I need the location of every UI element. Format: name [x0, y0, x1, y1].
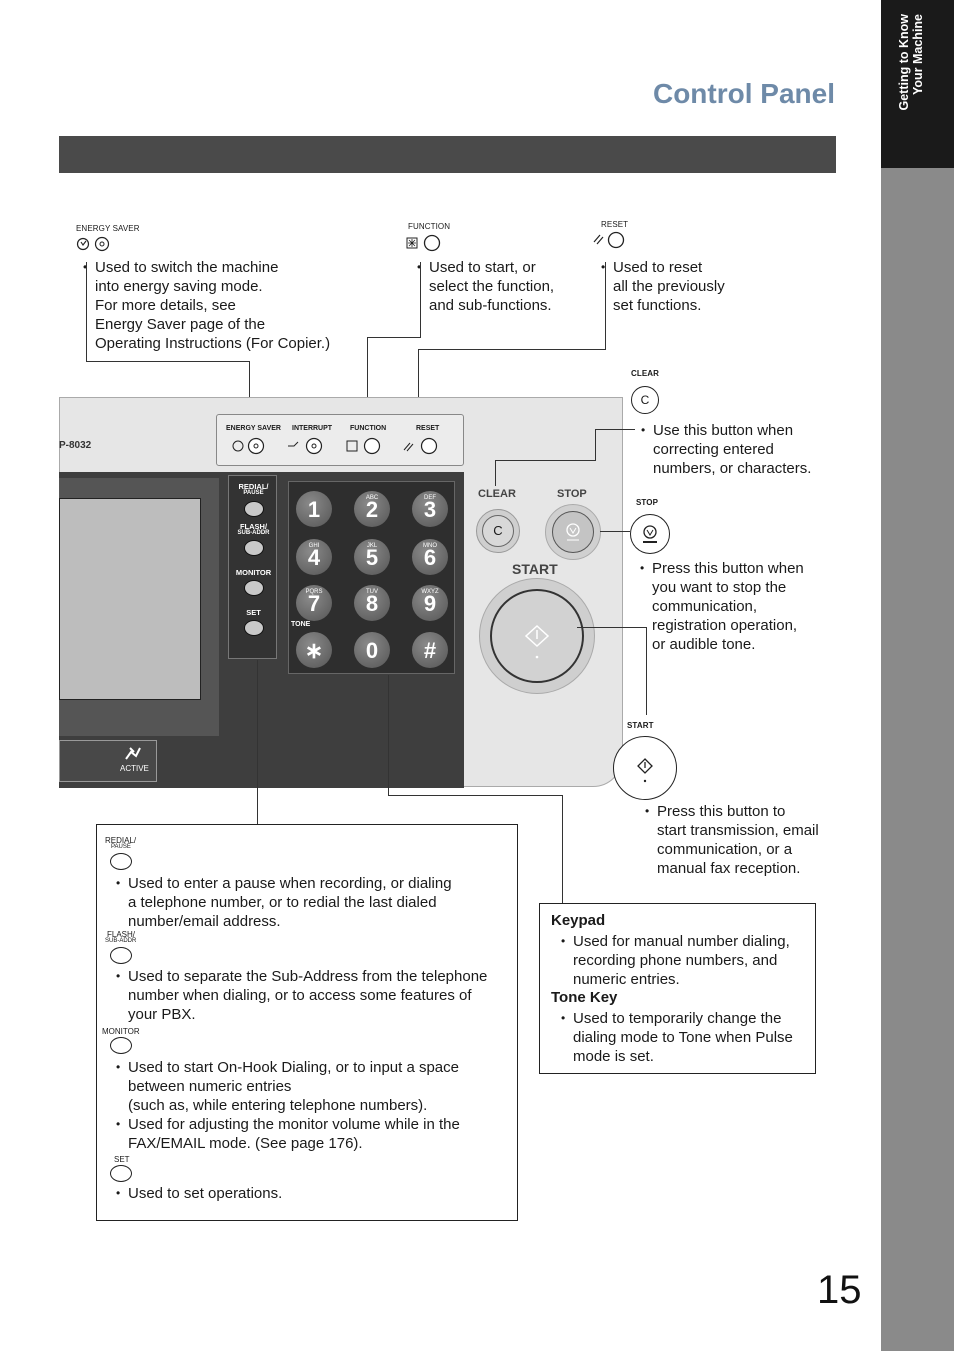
keypad-title: Keypad: [551, 912, 606, 929]
function-key-column: REDIAL/ PAUSE FLASH/ SUB-ADDR MONITOR SE…: [228, 475, 277, 659]
keypad-key-digit: 1: [307, 497, 321, 522]
panel-flash-button[interactable]: [244, 540, 264, 556]
keypad-key-letters: JKL: [366, 543, 378, 549]
start-label: START: [627, 721, 654, 730]
model-number: P-8032: [59, 440, 92, 451]
function-label: FUNCTION: [408, 222, 451, 231]
keypad-key-digit: 3: [423, 497, 437, 522]
reset-label: RESET: [601, 220, 629, 229]
panel-clear-label: CLEAR: [478, 488, 516, 500]
start-callout-icon: [613, 736, 677, 800]
redial-icon: [110, 853, 132, 870]
sub-addr-label: SUB-ADDR: [105, 938, 137, 944]
panel-start-label: START: [512, 561, 558, 577]
keypad-key-letters: MNO: [423, 543, 437, 549]
keypad-key-letters: ABC: [365, 495, 379, 501]
keypad-key-digit: 2: [365, 497, 379, 522]
keypad-key-digit: 0: [365, 638, 379, 663]
keypad-key-digit: 6: [423, 545, 437, 570]
panel-stop-label: STOP: [557, 488, 587, 500]
keypad-key-9[interactable]: ∗: [296, 632, 332, 668]
redial-label: REDIAL/: [105, 836, 137, 845]
keypad-key-letters: PQRS: [305, 589, 323, 595]
keypad-key-digit: ∗: [304, 638, 324, 663]
sidebar: [881, 0, 954, 1351]
keypad-key-digit: 4: [307, 545, 321, 570]
active-icon: [122, 744, 144, 767]
stop-label: STOP: [636, 498, 659, 507]
panel-subaddr-label: SUB-ADDR: [237, 530, 270, 536]
panel-redial-button[interactable]: [244, 501, 264, 517]
keypad-key-digit: 8: [365, 591, 379, 616]
monitor-label: MONITOR: [102, 1027, 140, 1036]
panel-set-label: SET: [246, 608, 261, 617]
panel-function-label: FUNCTION: [350, 425, 387, 432]
monitor-icon: [110, 1037, 132, 1054]
active-indicator: [59, 740, 157, 782]
clear-label: CLEAR: [631, 369, 660, 378]
panel-top-icons: [224, 436, 444, 461]
panel-interrupt-label: INTERRUPT: [292, 425, 333, 432]
panel-energy-saver-label: ENERGY SAVER: [226, 425, 281, 432]
energy-saver-label: ENERGY SAVER: [76, 224, 140, 233]
panel-reset-label: RESET: [416, 425, 440, 432]
panel-tone-label: TONE: [291, 621, 311, 628]
keypad-key-letters: DEF: [424, 495, 436, 501]
start-icon: [524, 624, 550, 659]
function-icon: [405, 234, 443, 257]
panel-redial-label: REDIAL/: [238, 482, 269, 491]
panel-flash-label: FLASH/: [239, 522, 268, 531]
keypad-key-10[interactable]: 0: [354, 632, 390, 668]
reset-icon: [592, 231, 626, 254]
keypad-key-0[interactable]: 1: [296, 491, 332, 527]
stop-icon: [566, 523, 580, 541]
set-label: SET: [114, 1155, 130, 1164]
panel-start-button[interactable]: [490, 589, 584, 683]
energy-saver-icon: [76, 236, 112, 257]
panel-monitor-label: MONITOR: [235, 568, 272, 577]
header-bar: [59, 136, 836, 173]
keypad-key-digit: 7: [307, 591, 321, 616]
tone-key-title: Tone Key: [551, 989, 618, 1006]
keypad-key-letters: TUV: [366, 589, 378, 595]
keypad-key-digit: #: [423, 638, 437, 663]
panel-pause-label: PAUSE: [243, 490, 264, 496]
keypad-key-11[interactable]: #: [412, 632, 448, 668]
stop-callout-icon: [630, 514, 670, 554]
keypad-key-letters: GHI: [308, 543, 320, 549]
panel-clear-button[interactable]: C: [482, 515, 514, 547]
function-keys-box: REDIAL/ PAUSE •Used to enter a pause whe…: [96, 824, 518, 1221]
panel-set-button[interactable]: [244, 620, 264, 636]
clear-icon: C: [631, 386, 659, 414]
page-title: Control Panel: [652, 78, 835, 109]
section-tab[interactable]: [881, 0, 954, 168]
set-icon: [110, 1165, 132, 1182]
keypad-key-digit: 9: [423, 591, 437, 616]
keypad-key-digit: 5: [365, 545, 379, 570]
active-label: ACTIVE: [120, 764, 149, 773]
pause-label: PAUSE: [111, 844, 131, 850]
flash-label: FLASH/: [107, 930, 136, 939]
panel-stop-button[interactable]: [552, 511, 594, 553]
keypad-box: Keypad •Used for manual number dialing, …: [539, 903, 816, 1074]
panel-monitor-button[interactable]: [244, 580, 264, 596]
keypad-key-letters: WXYZ: [421, 589, 439, 595]
section-tab-label: Getting to Know Your Machine: [897, 14, 925, 111]
panel-lcd: [59, 498, 201, 700]
page-number: 15: [817, 1268, 862, 1312]
flash-icon: [110, 947, 132, 964]
